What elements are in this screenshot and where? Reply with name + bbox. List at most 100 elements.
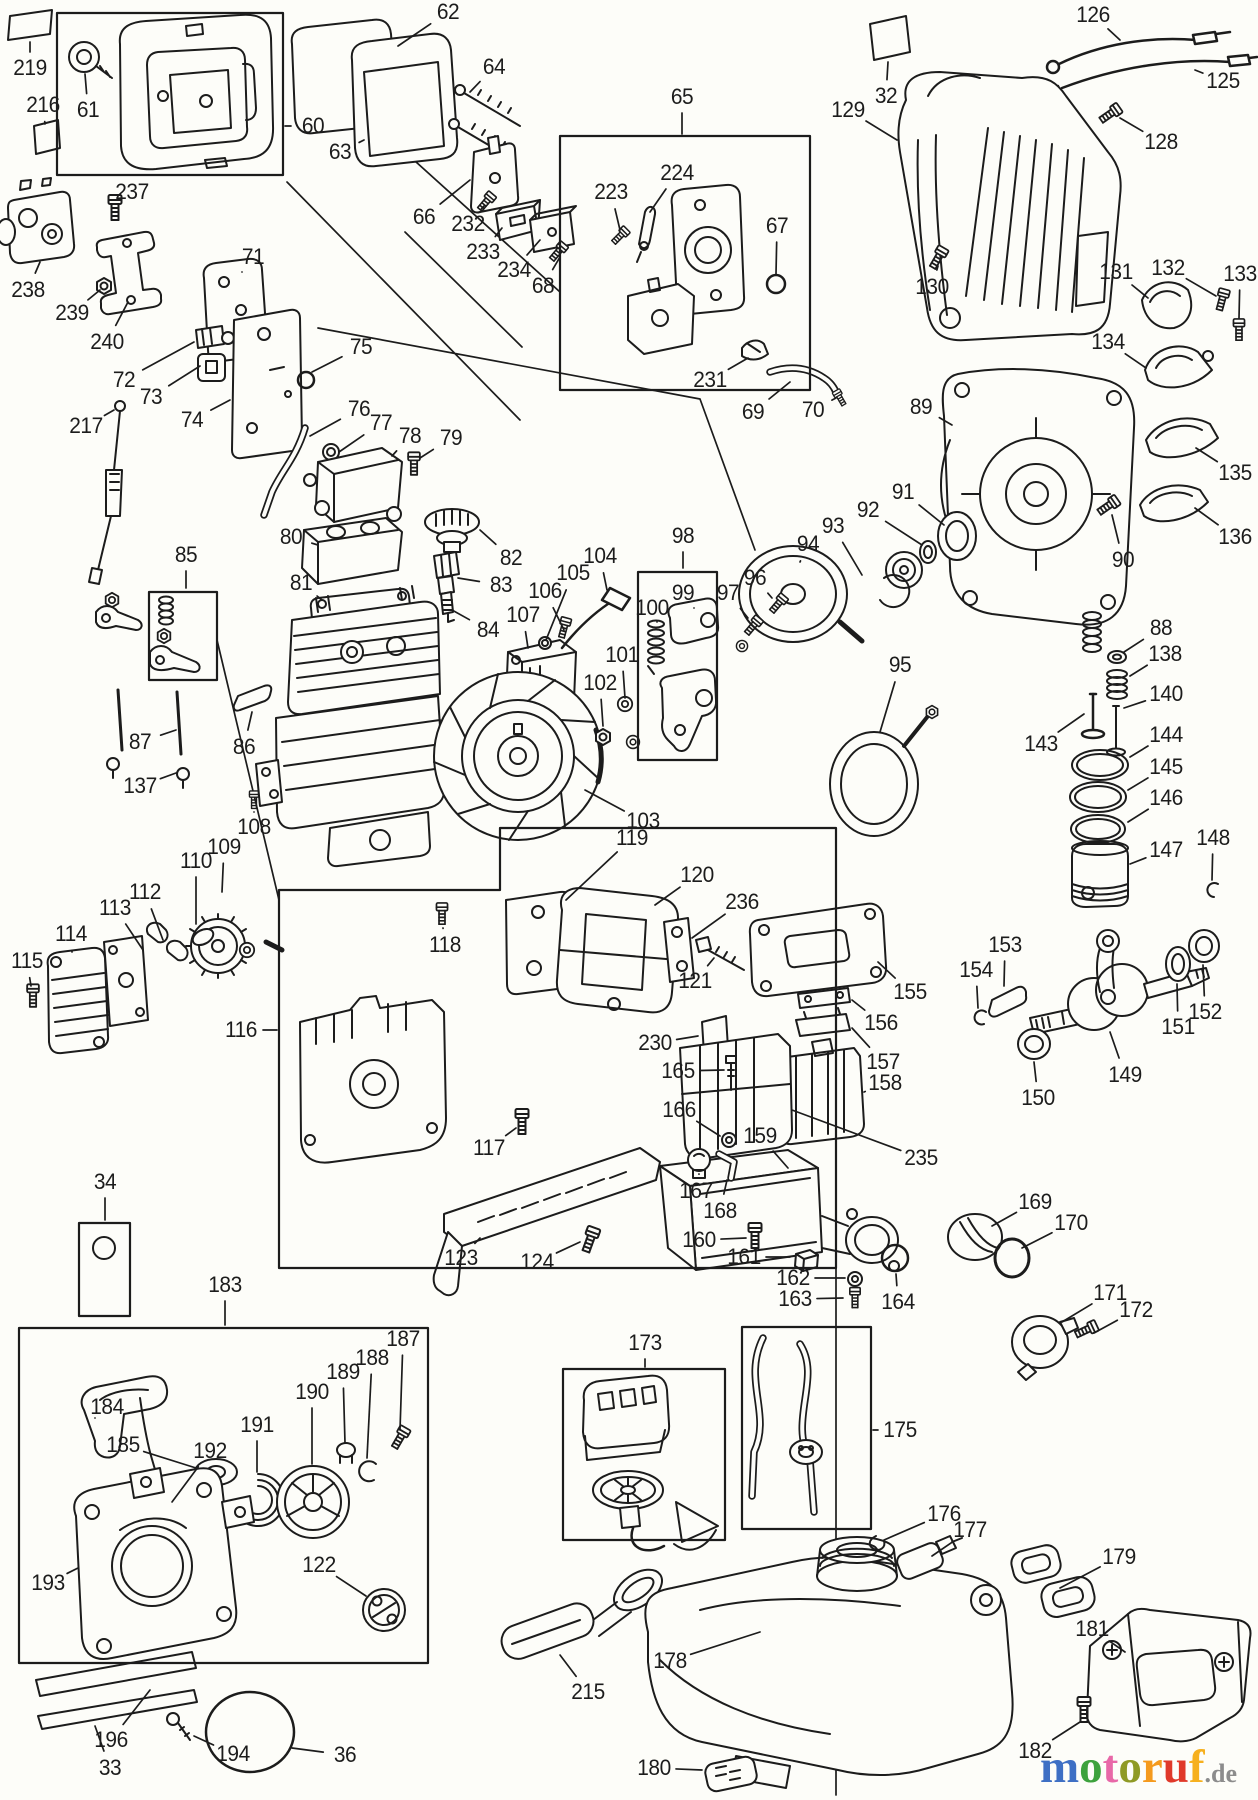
leader-line-94 — [799, 559, 802, 563]
part-label-98: 98 — [671, 523, 695, 548]
part-label-69: 69 — [741, 399, 765, 424]
starter-handle-184 — [80, 1375, 169, 1459]
leader-line-33 — [94, 1725, 105, 1752]
bolt-79 — [407, 451, 421, 476]
piston-ring-146 — [1070, 814, 1126, 844]
bolt-115 — [26, 983, 40, 1008]
leader-line-151 — [1176, 983, 1179, 1012]
part-label-166: 166 — [662, 1097, 696, 1122]
leader-line-234 — [526, 239, 541, 256]
part-label-140: 140 — [1149, 681, 1183, 706]
part-label-82: 82 — [499, 545, 523, 570]
part-label-136: 136 — [1218, 524, 1252, 549]
part-label-219: 219 — [13, 55, 47, 80]
part-label-169: 169 — [1018, 1189, 1052, 1214]
leader-line-84 — [451, 609, 471, 621]
leader-line-136 — [1194, 507, 1219, 526]
leader-line-32 — [886, 61, 889, 81]
leader-line-96 — [767, 592, 773, 599]
leader-line-117 — [504, 1127, 517, 1137]
part-label-85: 85 — [174, 542, 198, 567]
part-label-175: 175 — [883, 1417, 917, 1442]
part-label-193: 193 — [31, 1570, 65, 1595]
part-label-179: 179 — [1102, 1544, 1136, 1569]
leader-line-115 — [28, 976, 32, 987]
valve-cover-114 — [46, 946, 110, 1055]
part-label-99: 99 — [671, 580, 695, 605]
leader-line-67 — [775, 241, 778, 275]
screw-124 — [578, 1224, 602, 1255]
part-label-177: 177 — [953, 1517, 987, 1542]
leader-line-232 — [480, 205, 485, 210]
part-label-233: 233 — [466, 239, 500, 264]
leader-line-147 — [1129, 856, 1147, 865]
part-label-165: 165 — [661, 1058, 695, 1083]
bushing-189 — [336, 1442, 356, 1464]
leader-line-170 — [1021, 1231, 1053, 1249]
part-label-183: 183 — [208, 1272, 242, 1297]
part-label-81: 81 — [289, 570, 313, 595]
leader-line-180 — [675, 1768, 703, 1771]
leader-line-79 — [419, 448, 435, 459]
cam-gear-cluster — [146, 913, 285, 979]
fan-housing-89 — [940, 368, 1136, 626]
bolt-117 — [514, 1108, 530, 1135]
leader-line-159 — [772, 1150, 789, 1169]
leader-line-236 — [691, 913, 726, 939]
leader-line-129 — [865, 120, 898, 141]
part-label-129: 129 — [831, 97, 865, 122]
group-box-175 — [740, 1325, 873, 1531]
bolt-172 — [1072, 1318, 1100, 1341]
part-label-125: 125 — [1206, 68, 1240, 93]
leader-line-192 — [171, 1465, 200, 1503]
leader-line-134 — [1124, 352, 1147, 369]
leader-line-81 — [316, 595, 323, 601]
leader-line-172 — [1093, 1319, 1119, 1334]
o-ring-170 — [993, 1237, 1031, 1279]
part-label-104: 104 — [583, 543, 617, 568]
oil-seal-152 — [1188, 929, 1220, 963]
rope-reel-190 — [276, 1465, 350, 1539]
part-label-164: 164 — [881, 1289, 915, 1314]
leader-line-83 — [457, 577, 481, 583]
leader-line-146 — [1127, 808, 1150, 823]
leader-line-73 — [167, 365, 201, 387]
motoruf-logo[interactable]: motoruf.de — [1040, 1744, 1237, 1791]
part-label-172: 172 — [1119, 1297, 1153, 1322]
part-label-236: 236 — [725, 889, 759, 914]
spark-plug-83 — [433, 551, 460, 623]
o-ring-164 — [880, 1243, 910, 1273]
piston-ring-144 — [1071, 749, 1129, 781]
part-label-181: 181 — [1075, 1616, 1109, 1641]
part-label-101: 101 — [605, 642, 639, 667]
leader-line-160 — [720, 1237, 747, 1240]
leader-line-240 — [114, 301, 129, 327]
part-label-130: 130 — [915, 274, 949, 299]
part-label-36: 36 — [333, 1742, 357, 1767]
leader-line-233 — [494, 227, 503, 238]
leader-line-36 — [291, 1747, 325, 1753]
leader-line-64 — [469, 80, 481, 93]
plug-wire-104 — [560, 586, 632, 650]
screw-70 — [831, 387, 849, 408]
part-label-71: 71 — [241, 244, 265, 269]
part-label-121: 121 — [678, 968, 712, 993]
fan-case-193 — [73, 1467, 255, 1660]
rocker-housing-80 — [301, 517, 403, 585]
leader-line-104 — [602, 572, 608, 591]
group-box-65 — [558, 134, 812, 392]
leader-line-102 — [600, 698, 604, 727]
motoruf-tld: .de — [1204, 1759, 1237, 1788]
leader-line-107 — [524, 630, 529, 649]
leader-line-177 — [931, 1540, 954, 1557]
part-label-68: 68 — [531, 273, 555, 298]
valve-spring-set-88 — [1082, 611, 1127, 664]
nut-102 — [595, 728, 611, 746]
clutch-shoe-lower — [659, 668, 718, 752]
push-rods-87 — [116, 688, 183, 756]
fuel-filter-177 — [896, 1535, 963, 1580]
leader-line-69 — [768, 381, 791, 400]
leader-line-131 — [1131, 284, 1149, 299]
part-label-83: 83 — [489, 572, 513, 597]
